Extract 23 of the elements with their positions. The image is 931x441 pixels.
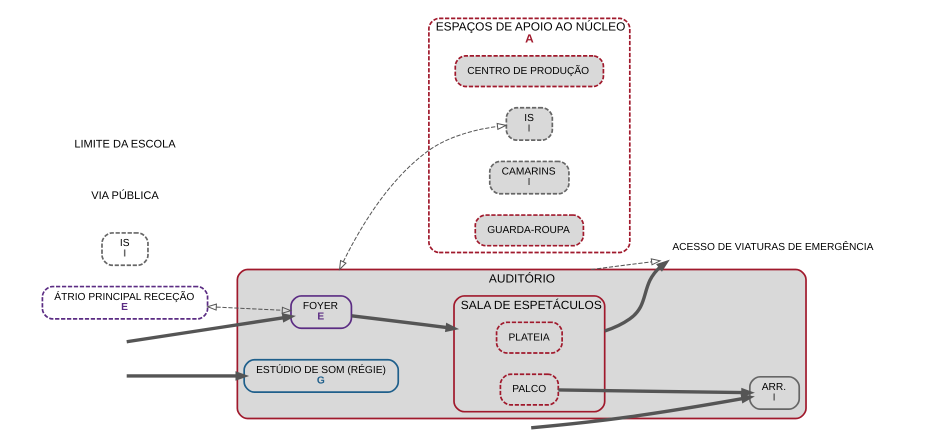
arrow bbox=[531, 388, 755, 430]
node-box: GUARDA-ROUPA bbox=[474, 214, 584, 247]
node-box: PALCO bbox=[500, 373, 560, 406]
label: VIA PÚBLICA bbox=[91, 190, 159, 202]
arrow bbox=[126, 371, 250, 381]
arrow bbox=[558, 388, 755, 404]
node-box: IS I bbox=[101, 232, 149, 266]
node-box: CENTRO DE PRODUÇÃO bbox=[454, 55, 604, 88]
arrow bbox=[604, 260, 670, 333]
arrow bbox=[590, 258, 662, 270]
node-box: ESTÚDIO DE SOM (RÉGIE) G bbox=[243, 358, 400, 393]
node-box: FOYER E bbox=[290, 295, 352, 330]
arrow bbox=[206, 303, 292, 314]
arrow bbox=[338, 122, 508, 271]
node-box: ARR. I bbox=[748, 376, 800, 410]
node-text: ACESSO DE VIATURAS DE EMERGÊNCIA bbox=[672, 242, 874, 254]
node-box: CAMARINS I bbox=[488, 160, 570, 195]
node-box: IS I bbox=[506, 106, 554, 141]
node-box: ÁTRIO PRINCIPAL RECEÇÃO E bbox=[42, 286, 208, 320]
node-box: PLATEIA bbox=[496, 321, 563, 354]
arrow bbox=[126, 306, 296, 344]
label: LIMITE DA ESCOLA bbox=[74, 138, 176, 150]
arrow bbox=[351, 314, 460, 332]
